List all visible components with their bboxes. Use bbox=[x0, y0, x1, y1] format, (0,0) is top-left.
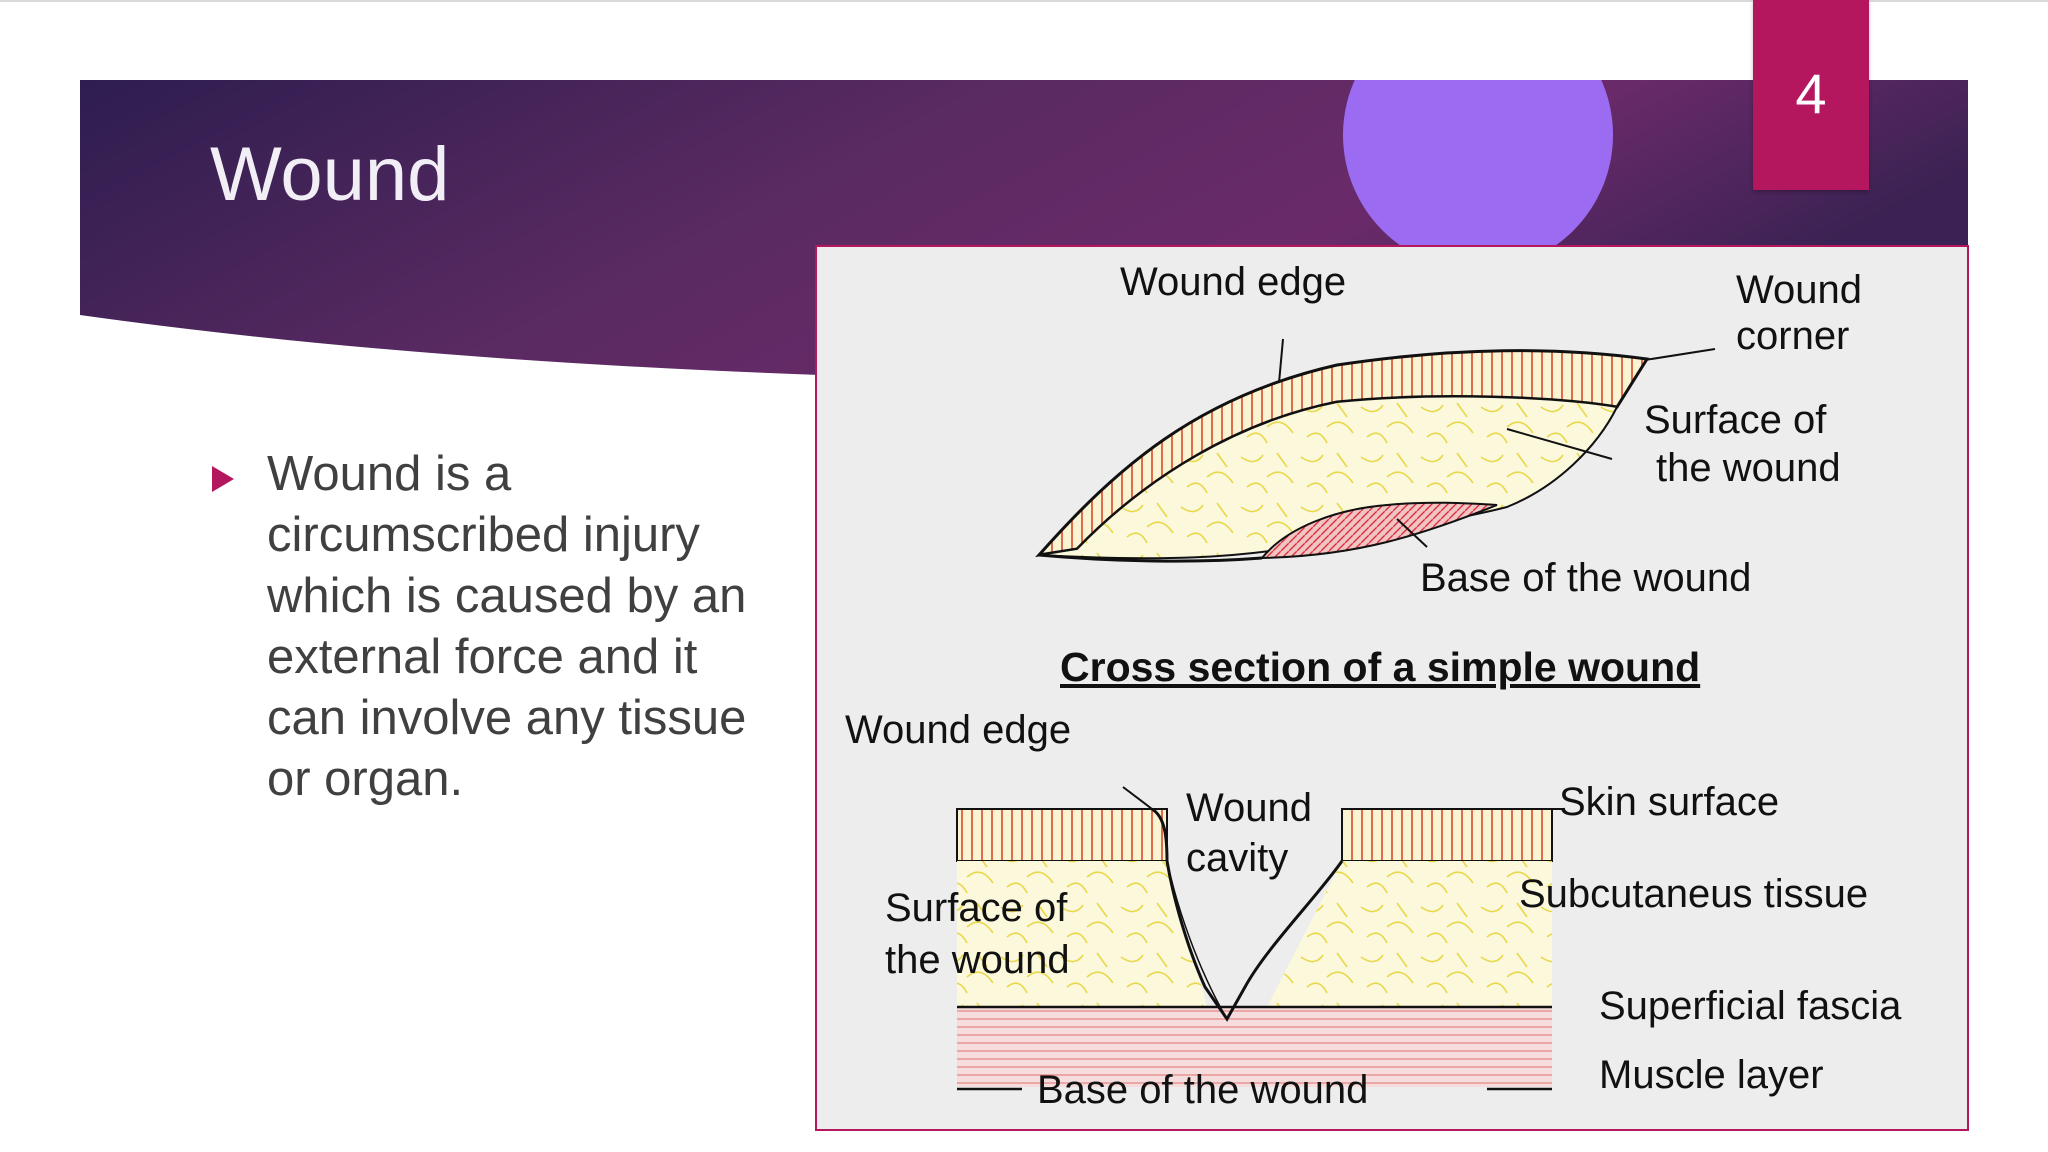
slide-number-badge: 4 bbox=[1753, 0, 1869, 190]
label-skin-surface: Skin surface bbox=[1559, 780, 1780, 824]
leader-base bbox=[1396, 518, 1428, 548]
label-base-bottom: Base of the wound bbox=[1037, 1068, 1369, 1112]
label-surface-top-line2: the wound bbox=[1656, 446, 1841, 490]
decorative-circle bbox=[1343, 80, 1613, 270]
label-wound-edge-bottom: Wound edge bbox=[845, 708, 1072, 752]
bullet-text: Wound is a circumscribed injury which is… bbox=[267, 447, 747, 806]
label-wound-cavity-line1: Wound bbox=[1186, 786, 1313, 830]
leader-wound-edge bbox=[1278, 338, 1284, 384]
cross-section-illustration bbox=[956, 786, 1565, 1091]
top-wound-illustration bbox=[1035, 338, 1716, 563]
figure-caption: Cross section of a simple wound bbox=[1060, 644, 1701, 690]
label-superficial-fascia: Superficial fascia bbox=[1599, 984, 1902, 1028]
wound-cavity-inner bbox=[1166, 860, 1228, 1020]
label-surface-top-line1: Surface of bbox=[1644, 398, 1827, 442]
skin-layer-right bbox=[1341, 808, 1553, 862]
top-wound-surface bbox=[1038, 395, 1619, 560]
label-muscle-layer: Muscle layer bbox=[1599, 1053, 1824, 1097]
wound-cavity-outline bbox=[1151, 807, 1344, 1022]
top-wound-base bbox=[1259, 501, 1498, 560]
muscle-layer bbox=[957, 1007, 1552, 1087]
leader-surface bbox=[1506, 428, 1613, 460]
label-wound-corner-line1: Wound bbox=[1736, 268, 1863, 312]
wound-diagram: Wound edge Wound corner Surface of the w… bbox=[815, 245, 1969, 1131]
triangle-bullet-icon bbox=[212, 466, 234, 492]
label-subcutaneous-tissue: Subcutaneus tissue bbox=[1519, 872, 1869, 916]
skin-layer-left bbox=[956, 808, 1168, 862]
slide-title: Wound bbox=[210, 132, 450, 217]
leader-cross-edge bbox=[1122, 786, 1153, 810]
label-base-top: Base of the wound bbox=[1420, 556, 1752, 600]
top-wound-base-line bbox=[1038, 553, 1263, 563]
label-wound-corner-line2: corner bbox=[1736, 314, 1850, 358]
subcutaneous-layer bbox=[957, 861, 1552, 1007]
top-divider bbox=[0, 0, 2048, 2]
label-surface-bottom-line1: Surface of bbox=[885, 886, 1068, 930]
wound-drawing bbox=[956, 338, 1716, 1091]
label-wound-cavity-line2: cavity bbox=[1186, 836, 1289, 880]
leader-wound-corner bbox=[1644, 348, 1716, 361]
slide-number: 4 bbox=[1795, 62, 1827, 125]
label-wound-edge-top: Wound edge bbox=[1120, 260, 1347, 304]
label-surface-bottom-line2: the wound bbox=[885, 938, 1070, 982]
